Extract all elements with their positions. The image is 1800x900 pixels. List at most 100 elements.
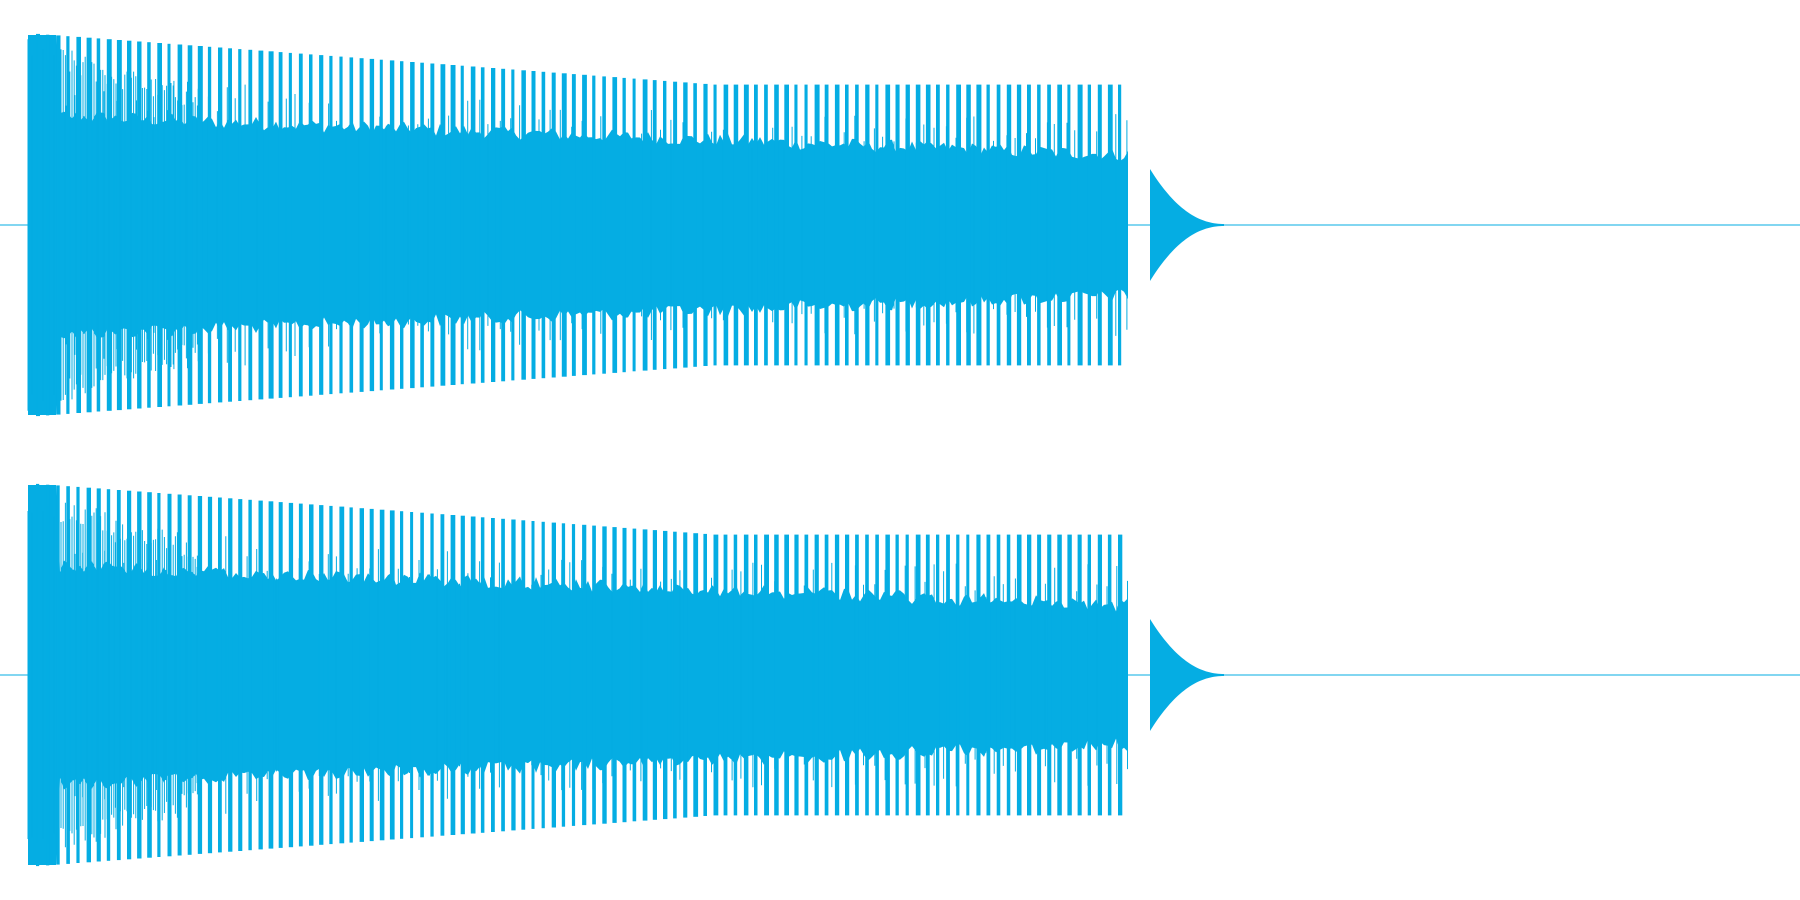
waveform-spike <box>561 73 567 377</box>
waveform-spike <box>925 534 930 816</box>
waveform-spike <box>369 58 375 392</box>
waveform-spike <box>632 528 637 822</box>
waveform-spike <box>602 526 607 824</box>
waveform-spike <box>592 75 596 375</box>
waveform-spike <box>541 71 546 379</box>
waveform-spike <box>642 79 648 371</box>
waveform-spike <box>207 496 213 854</box>
waveform-spike <box>632 78 636 372</box>
waveform-spike <box>905 534 909 816</box>
waveform-spike <box>248 499 252 851</box>
waveform-spike <box>895 84 900 366</box>
waveform-spike <box>986 534 991 816</box>
waveform-spike <box>1006 84 1012 366</box>
waveform-spike <box>470 516 476 834</box>
waveform-spike <box>561 523 566 827</box>
waveform-spike <box>329 55 333 395</box>
waveform-spike <box>976 534 981 816</box>
waveform-spike <box>723 84 729 366</box>
waveform-spike <box>1006 534 1011 816</box>
waveform-spike <box>794 534 799 816</box>
waveform-spike <box>915 84 921 366</box>
waveform-spike <box>673 531 677 819</box>
waveform-spike <box>612 527 617 823</box>
waveform-spike <box>450 65 456 385</box>
waveform-spike <box>895 534 899 816</box>
waveform-spike <box>845 84 849 366</box>
waveform-spike <box>713 534 719 816</box>
waveform-spike <box>1097 534 1102 816</box>
waveform-spike <box>339 56 343 394</box>
waveform-spike <box>1047 534 1052 816</box>
waveform-spike <box>1016 534 1022 816</box>
waveform-spike <box>784 84 789 366</box>
waveform-spike <box>592 525 596 825</box>
waveform-spike <box>673 81 678 369</box>
waveform-spike <box>1118 534 1123 816</box>
waveform-spike <box>116 40 122 411</box>
waveform-spike <box>389 60 395 390</box>
waveform-spike <box>309 54 313 396</box>
waveform-spike <box>66 486 70 864</box>
waveform-spike <box>764 84 768 366</box>
waveform-spike <box>703 533 707 816</box>
waveform-spike <box>86 487 91 863</box>
waveform-spike <box>137 41 142 409</box>
waveform-spike <box>602 76 606 374</box>
waveform-spike <box>440 64 446 386</box>
waveform-spike <box>480 517 485 833</box>
waveform-spike <box>430 63 435 387</box>
waveform-spike <box>541 521 545 829</box>
waveform-spike <box>278 502 283 848</box>
waveform-spike <box>652 80 657 370</box>
waveform-spike <box>349 507 353 843</box>
waveform-spike <box>551 72 556 378</box>
channel-2-waveform-svg <box>0 483 1800 867</box>
waveform-spike <box>278 52 283 398</box>
waveform-spike <box>683 532 688 818</box>
waveform-spike <box>936 84 940 366</box>
waveform-spike <box>551 522 556 828</box>
waveform-spike <box>187 495 192 855</box>
waveform-spike <box>36 483 40 867</box>
waveform-spike <box>258 50 264 400</box>
waveform-body <box>28 35 1128 415</box>
waveform-spike <box>1067 84 1071 366</box>
waveform-spike <box>1118 84 1122 366</box>
waveform-spike <box>834 84 840 366</box>
waveform-spike <box>733 84 739 366</box>
waveform-spike <box>855 84 859 366</box>
waveform-spike <box>612 77 618 373</box>
waveform-spike <box>905 84 910 366</box>
waveform-spike <box>329 505 333 845</box>
waveform-spike <box>824 534 829 816</box>
waveform-spike <box>369 508 374 842</box>
waveform-spike <box>1087 84 1091 366</box>
waveform-spike <box>986 84 990 366</box>
waveform-spike <box>693 533 699 817</box>
waveform-spike <box>430 513 434 837</box>
waveform-spike <box>511 519 516 831</box>
waveform-spike <box>460 515 465 835</box>
waveform-spike <box>197 46 203 404</box>
waveform-spike <box>946 84 950 366</box>
waveform-body <box>28 485 1128 865</box>
waveform-spike <box>652 530 657 820</box>
waveform-spike <box>389 510 395 840</box>
channel-1-waveform-svg <box>0 33 1800 417</box>
waveform-spike <box>824 84 829 366</box>
waveform-spike <box>450 515 456 835</box>
waveform-spike <box>238 499 243 851</box>
waveform-spike <box>622 77 626 373</box>
waveform-spike <box>804 84 808 366</box>
waveform-spike <box>116 490 121 861</box>
waveform-spike <box>400 511 404 839</box>
waveform-spike <box>703 83 708 367</box>
waveform-spike <box>996 534 1001 816</box>
waveform-spike <box>460 65 464 385</box>
waveform-spike <box>956 534 960 816</box>
waveform-spike <box>238 49 242 401</box>
waveform-spike <box>1057 84 1062 366</box>
waveform-spike <box>410 512 414 839</box>
waveform-spike <box>379 509 385 841</box>
